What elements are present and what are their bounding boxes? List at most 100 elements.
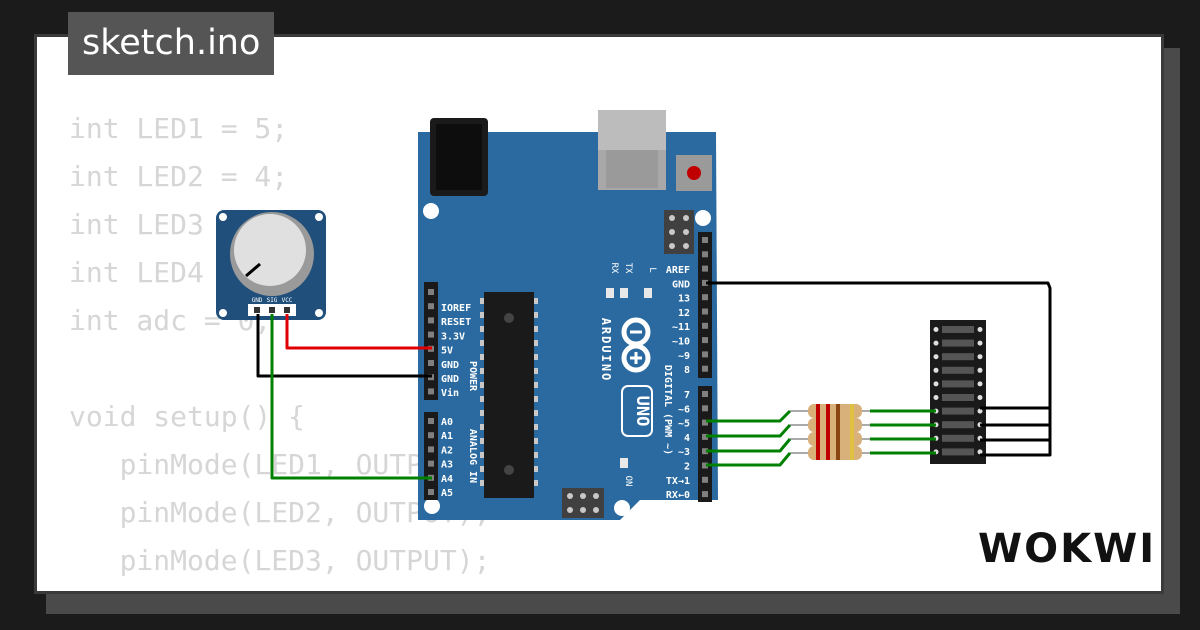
code-line: int LED1 = 5; <box>69 112 289 145</box>
header-pin[interactable] <box>702 491 708 498</box>
header-pin[interactable] <box>702 251 708 258</box>
resistor[interactable] <box>790 432 870 446</box>
pin-label: 5V <box>441 346 453 357</box>
pin-label: GND <box>441 374 459 385</box>
chip-pin <box>534 410 538 416</box>
pin-label: 13 <box>678 294 690 305</box>
digital-label: DIGITAL (PWM ~) <box>662 365 673 455</box>
digital-header-bottom <box>698 386 712 502</box>
led-tx-label: TX <box>623 263 633 274</box>
led-bar-graph[interactable] <box>930 320 986 464</box>
header-pin[interactable] <box>702 265 708 272</box>
power-header <box>424 282 438 400</box>
pin-label: ~5 <box>678 419 690 430</box>
led-segment <box>942 421 974 429</box>
header-pin[interactable] <box>702 391 708 397</box>
pot-pin-vcc-label: VCC <box>282 297 293 304</box>
chip-pin <box>534 354 538 360</box>
header-pin[interactable] <box>702 476 708 483</box>
wire-pin4-resistor[interactable] <box>706 423 792 438</box>
header-pin[interactable] <box>428 317 434 324</box>
wire-pot-gnd[interactable] <box>256 314 432 378</box>
code-line: pinMode(LED3, OUTPUT); <box>69 544 491 577</box>
resistor[interactable] <box>790 446 870 460</box>
wire-sig-a4[interactable] <box>270 314 432 480</box>
wire-gnd-bargraph-2[interactable] <box>980 408 1052 427</box>
chip-pin <box>480 354 484 360</box>
mounting-hole <box>695 210 711 226</box>
header-pin[interactable] <box>702 322 708 329</box>
potentiometer-knob[interactable] <box>234 214 306 286</box>
header-pin[interactable] <box>702 462 708 469</box>
wire-gnd-bargraph-1[interactable] <box>706 281 1052 410</box>
led-pin <box>933 381 939 387</box>
digital-header-top <box>698 232 712 378</box>
led-pin <box>977 327 983 332</box>
pin-label: ~11 <box>672 322 690 333</box>
wires[interactable] <box>256 281 1052 480</box>
led-segment <box>942 407 974 415</box>
header-pin[interactable] <box>702 337 708 344</box>
header-pin[interactable] <box>428 418 434 424</box>
chip-pin <box>480 382 484 388</box>
wire-pin3-resistor[interactable] <box>706 438 792 453</box>
header-pin[interactable] <box>702 433 708 440</box>
header-pin[interactable] <box>428 460 434 467</box>
header-pin[interactable] <box>428 388 434 395</box>
pin-label: ~6 <box>678 404 690 415</box>
code-line: void setup() { <box>69 400 306 433</box>
header-pins <box>428 237 708 498</box>
header-pin[interactable] <box>702 308 708 315</box>
arduino-wordmark: ARDUINO <box>599 318 613 383</box>
header-pin[interactable] <box>702 294 708 301</box>
header-pin[interactable] <box>428 360 434 366</box>
pin-label: Vin <box>441 387 459 399</box>
mounting-hole <box>423 203 439 219</box>
resistor[interactable] <box>790 418 870 432</box>
header-pin[interactable] <box>702 237 708 243</box>
led-rx-label: RX <box>609 263 619 274</box>
uno-badge: UNO <box>621 385 653 437</box>
header-pin[interactable] <box>428 289 434 295</box>
pin-label: 3.3V <box>441 331 465 342</box>
pin-label: 8 <box>684 365 690 376</box>
led-pin <box>933 395 939 400</box>
header-pin[interactable] <box>428 432 434 439</box>
header-pin[interactable] <box>428 489 434 495</box>
reset-button[interactable] <box>676 155 712 191</box>
led-pin <box>977 408 983 414</box>
wire-vcc-5v[interactable] <box>285 314 432 350</box>
header-pin[interactable] <box>702 351 708 358</box>
led-pin <box>933 367 939 373</box>
knob-indicator <box>245 262 261 278</box>
header-pin[interactable] <box>428 331 434 338</box>
pin-label: GND <box>441 360 459 371</box>
chip-pin <box>534 396 538 402</box>
file-tab[interactable]: sketch.ino <box>68 12 275 75</box>
header-pin[interactable] <box>702 279 708 286</box>
wire-gnd-bargraph-3[interactable] <box>980 425 1052 442</box>
wire-gnd-bargraph-4[interactable] <box>980 440 1052 457</box>
header-pin[interactable] <box>702 405 708 412</box>
pin-label: ~3 <box>678 447 690 458</box>
chip-pin <box>480 452 484 458</box>
chip-pin <box>480 312 484 318</box>
resistors[interactable] <box>790 404 870 460</box>
analog-in-label: ANALOG IN <box>467 429 478 483</box>
header-pin[interactable] <box>428 446 434 453</box>
header-pin[interactable] <box>702 419 708 426</box>
led-pin <box>977 340 983 346</box>
header-pin[interactable] <box>428 303 434 310</box>
chip-pin <box>480 298 484 304</box>
wire-pin5-resistor[interactable] <box>706 409 792 423</box>
resistor[interactable] <box>790 404 870 418</box>
pin-label: TX→1 <box>666 476 690 487</box>
wire-pin2-resistor[interactable] <box>706 452 792 467</box>
indicator-leds: RX TX L ON <box>606 263 657 486</box>
header-pin[interactable] <box>702 448 708 455</box>
pin-label: IOREF <box>441 303 471 314</box>
header-pin[interactable] <box>702 365 708 372</box>
potentiometer[interactable]: GND SIG VCC <box>216 210 326 320</box>
